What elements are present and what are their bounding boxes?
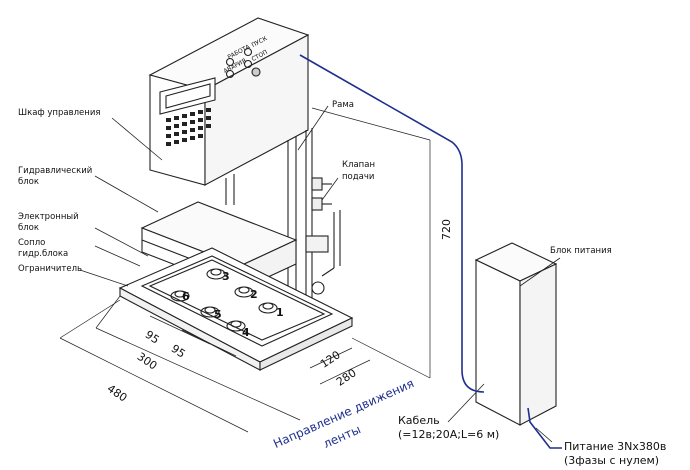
leader-lines <box>79 105 561 443</box>
nozzle-number-5: 5 <box>214 308 222 321</box>
label-hydraulic-block-line2: блок <box>18 177 40 187</box>
label-valve-line2: подачи <box>342 172 375 182</box>
label-nozzle-line1: Сопло <box>18 238 46 248</box>
keypad <box>166 108 211 146</box>
power-block <box>474 242 558 426</box>
nozzle-number-2: 2 <box>250 288 258 301</box>
nozzle-number-4: 4 <box>242 326 250 339</box>
label-power-block: Блок питания <box>550 246 612 256</box>
nozzle-number-6: 6 <box>182 290 190 303</box>
dim-height: 720 <box>440 219 453 240</box>
label-cable-line2: (=12в;20А;L=6 м) <box>398 428 500 441</box>
frame <box>225 128 313 305</box>
label-hydraulic-block-line1: Гидравлический <box>18 166 93 176</box>
label-electronic-block-line1: Электронный <box>18 212 79 222</box>
base-plate <box>118 247 354 371</box>
label-electronic-block-line2: блок <box>18 223 40 233</box>
nozzles <box>170 268 278 332</box>
label-cable-line1: Кабель <box>398 414 440 427</box>
label-limiter: Ограничитель <box>18 264 83 274</box>
nozzle-number-1: 1 <box>276 306 284 319</box>
power-cable <box>299 54 562 449</box>
control-cabinet <box>148 17 310 186</box>
dimension-lines <box>59 107 431 433</box>
label-nozzle-line2: гидр.блока <box>18 249 69 259</box>
label-frame: Рама <box>332 100 354 110</box>
label-power-supply-line2: (3фазы с нулем) <box>564 454 660 467</box>
label-valve-line1: Клапан <box>342 160 375 170</box>
nozzle-number-3: 3 <box>222 270 230 283</box>
label-control-cabinet: Шкаф управления <box>18 108 101 118</box>
supply-valve <box>305 177 341 295</box>
label-power-supply-line1: Питание 3Nx380в <box>564 440 667 453</box>
